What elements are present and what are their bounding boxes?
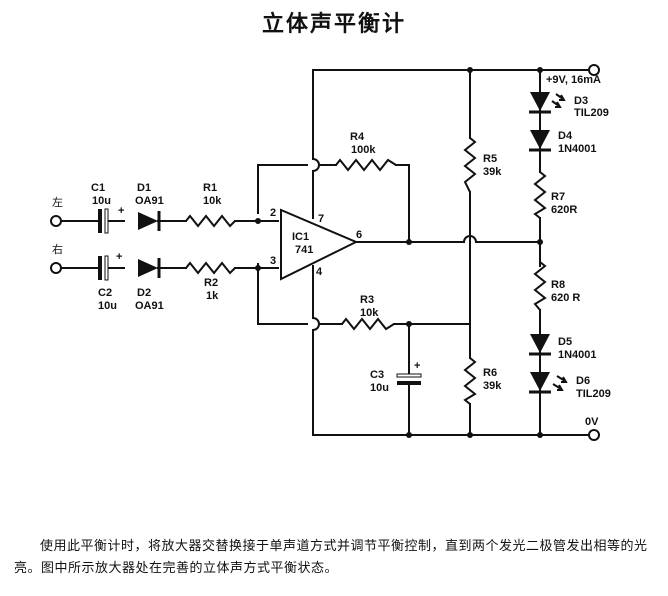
junction-dot [467, 432, 473, 438]
resistor-r1: R1 10k [185, 182, 236, 228]
diode-d1: D1 OA91 [135, 182, 164, 231]
pin-6-label: 6 [356, 229, 362, 241]
diagram-title: 立体声平衡计 [261, 12, 406, 37]
c2-value: 10u [98, 300, 117, 312]
d6-value: TIL209 [576, 388, 611, 400]
resistor-r6: R6 39k [463, 357, 502, 405]
d5-ref: D5 [558, 336, 572, 348]
polarity-plus: + [118, 205, 124, 217]
junction-dot [406, 321, 412, 327]
diode-d2: D2 OA91 [135, 258, 164, 312]
r7-ref: R7 [551, 191, 565, 203]
r3-ref: R3 [360, 294, 374, 306]
output-wire [355, 235, 541, 243]
pin-4-label: 4 [316, 266, 323, 278]
d3-ref: D3 [574, 95, 588, 107]
led-d3: D3 TIL209 [529, 92, 609, 119]
ground-terminal [588, 429, 600, 441]
junction-dot [255, 265, 261, 271]
junction-dot [537, 239, 543, 245]
ground-label: 0V [585, 416, 599, 428]
positive-terminal [588, 64, 600, 76]
r1-ref: R1 [203, 182, 217, 194]
d1-value: OA91 [135, 195, 164, 207]
c3-value: 10u [370, 382, 389, 394]
left-input-terminal [50, 215, 62, 227]
resistor-r5: R5 39k [463, 137, 502, 193]
r6-ref: R6 [483, 367, 497, 379]
d1-ref: D1 [137, 182, 151, 194]
r3-value: 10k [360, 307, 379, 319]
r5-ref: R5 [483, 153, 497, 165]
junctions [255, 67, 543, 438]
pin-3-label: 3 [270, 255, 276, 267]
d2-value: OA91 [135, 300, 164, 312]
pin7-supply-wire [312, 69, 320, 219]
led-d6: D6 TIL209 [529, 372, 611, 400]
capacitor-c2: + C2 10u [98, 251, 122, 312]
d2-ref: D2 [137, 287, 151, 299]
ic1-ref: IC1 [292, 231, 309, 243]
resistor-r7: R7 620R [533, 171, 577, 219]
r8-value: 620 R [551, 292, 580, 304]
left-channel-label: 左 [52, 196, 63, 209]
d3-value: TIL209 [574, 107, 609, 119]
r1-value: 10k [203, 195, 222, 207]
r5-value: 39k [483, 166, 502, 178]
c1-ref: C1 [91, 182, 105, 194]
d4-ref: D4 [558, 130, 573, 142]
wires [60, 69, 589, 436]
pin-7-label: 7 [318, 213, 324, 225]
d4-value: 1N4001 [558, 143, 597, 155]
d6-ref: D6 [576, 375, 590, 387]
junction-dot [255, 218, 261, 224]
r6-value: 39k [483, 380, 502, 392]
polarity-plus: + [414, 360, 420, 372]
junction-dot [537, 67, 543, 73]
positive-supply-label: +9V, 16mA [546, 74, 601, 86]
ic1-value: 741 [295, 244, 313, 256]
resistor-r8: R8 620 R [533, 261, 580, 311]
junction-dot [537, 432, 543, 438]
r7-value: 620R [551, 204, 577, 216]
description-caption: 使用此平衡计时，将放大器交替换接于单声道方式并调节平衡控制，直到两个发光二极管发… [14, 539, 648, 576]
resistor-r3: R3 10k [341, 294, 395, 331]
r8-ref: R8 [551, 279, 565, 291]
r2-ref: R2 [204, 277, 218, 289]
d5-value: 1N4001 [558, 349, 597, 361]
capacitor-c3: + C3 10u [370, 360, 422, 394]
resistor-r2: R2 1k [185, 261, 236, 302]
resistor-r4: R4 100k [335, 131, 397, 172]
pin-2-label: 2 [270, 207, 276, 219]
r4-value: 100k [351, 144, 376, 156]
junction-dot [467, 67, 473, 73]
r2-value: 1k [206, 290, 219, 302]
right-input-terminal [50, 262, 62, 274]
diode-d5: D5 1N4001 [529, 334, 597, 361]
junction-dot [406, 432, 412, 438]
r4-feedback-wire [257, 164, 410, 243]
capacitor-c1: + C1 10u [91, 182, 124, 234]
pin4-supply-wire [312, 265, 320, 436]
polarity-plus: + [116, 251, 122, 263]
right-channel-label: 右 [52, 242, 63, 256]
diode-d4: D4 1N4001 [529, 130, 597, 155]
junction-dot [406, 239, 412, 245]
c2-ref: C2 [98, 287, 112, 299]
op-amp-ic1: IC1 741 2 3 7 4 6 [270, 207, 362, 281]
c3-ref: C3 [370, 369, 384, 381]
circuit-schematic: IC1 741 2 3 7 4 6 + C1 10u + C2 10u D1 O… [50, 64, 611, 441]
c1-value: 10u [92, 195, 111, 207]
r4-ref: R4 [350, 131, 365, 143]
